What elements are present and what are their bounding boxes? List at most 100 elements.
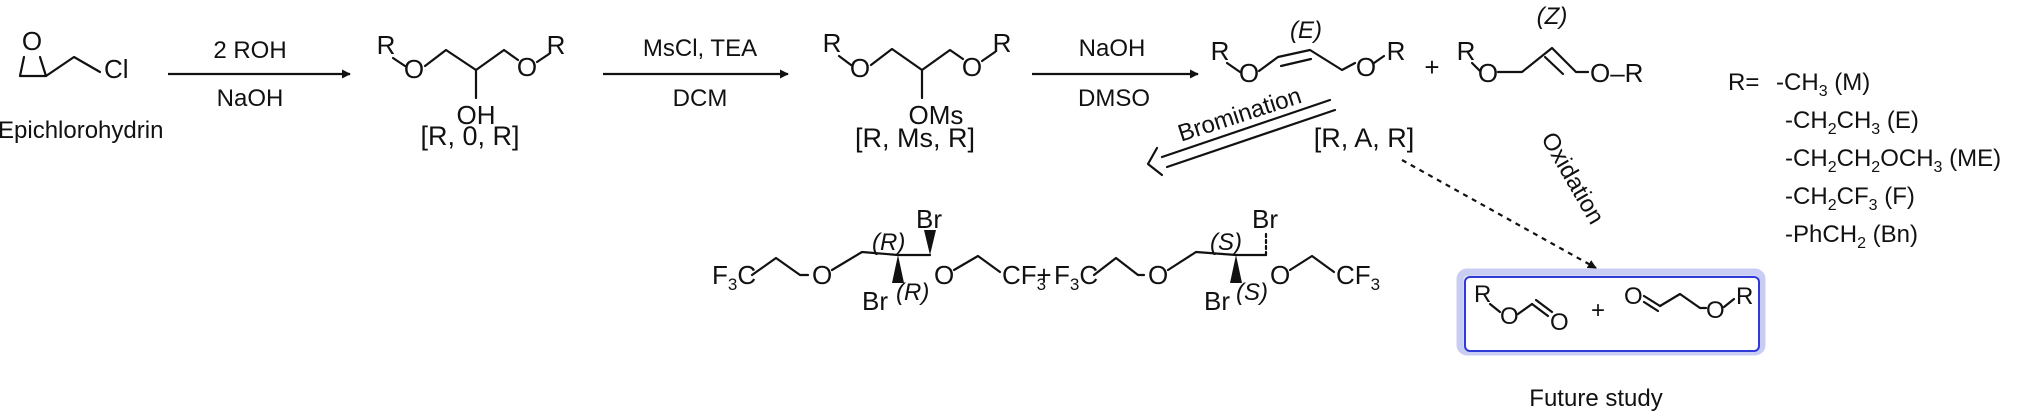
allyl-backbone xyxy=(1496,46,1590,74)
reagent-dmso: DMSO xyxy=(1078,85,1150,112)
formate-carbonyl-a xyxy=(1530,302,1550,318)
r-group-left: R xyxy=(377,30,396,60)
ether-oxygen-left: O xyxy=(1239,58,1259,88)
epichlorohydrin-structure: O Cl Epichlorohydrin xyxy=(0,26,163,144)
r-group-left: R xyxy=(823,28,842,58)
compound-rar-label: [R, A, R] xyxy=(1314,123,1415,153)
oxidation-arrow: Oxidation xyxy=(1401,128,1610,269)
stereo-z-label: (Z) xyxy=(1537,3,1568,30)
dibromide-ss: F3C O Br Br (S) (S) O CF3 xyxy=(1054,204,1380,316)
bromine-upper: Br xyxy=(1252,204,1278,234)
reagent-dcm: DCM xyxy=(673,85,728,112)
formate-bond-r-o xyxy=(1488,302,1502,314)
chain-left xyxy=(1092,256,1146,277)
bromination-arrow-line-b xyxy=(1165,108,1337,169)
formate-oxygen: O xyxy=(1500,303,1519,330)
chain-center-left xyxy=(830,250,900,272)
bond-r-o-left xyxy=(1225,61,1242,74)
compound-rar-e-isomer: R O (E) O R xyxy=(1211,17,1406,88)
bond-o-r-right xyxy=(980,50,997,63)
allyl-backbone xyxy=(1257,48,1357,73)
r-group-definitions: R= -CH3 (M) -CH2CH3 (E) -CH2CH2OCH3 (ME)… xyxy=(1728,69,2001,252)
mesylate-group: OMs xyxy=(909,100,964,130)
bond-o-r-right xyxy=(535,52,551,64)
r-group-item-2: -CH2CH2OCH3 (ME) xyxy=(1785,145,2001,176)
formate-r-group: R xyxy=(1474,281,1491,308)
stereo-r-lower: (R) xyxy=(896,279,929,306)
plus-sign-products: + xyxy=(1591,297,1605,324)
epoxide-oxygen: O xyxy=(22,26,42,56)
reagent-naoh-2: NaOH xyxy=(1079,35,1146,62)
aldehyde-carbonyl-a xyxy=(1642,294,1662,308)
chain-right xyxy=(952,254,1002,274)
reaction-arrow-3: NaOH DMSO xyxy=(1032,35,1199,112)
glycerol-backbone xyxy=(869,47,965,72)
wedge-bond-br-lower xyxy=(892,255,904,283)
cf3-left: F3C xyxy=(1054,260,1098,294)
bromine-upper: Br xyxy=(916,204,942,234)
box-border xyxy=(1464,276,1760,352)
ether-oxygen-left: O xyxy=(850,53,870,83)
compound-rmsr-label: [R, Ms, R] xyxy=(855,123,975,153)
r-group-right: R xyxy=(993,28,1012,58)
double-bond-z xyxy=(1543,55,1565,76)
ether-oxygen-left: O xyxy=(1478,58,1498,88)
bromination-arrowhead xyxy=(1146,146,1164,177)
stereo-s-upper: (S) xyxy=(1210,229,1242,256)
formate-carbonyl-b xyxy=(1534,298,1554,314)
cf3-left: F3C xyxy=(712,260,756,294)
plus-sign-dibromides: + xyxy=(1036,260,1051,290)
stereo-e-label: (E) xyxy=(1290,17,1322,44)
bond-o-r-right xyxy=(1372,54,1386,65)
bromine-lower: Br xyxy=(1204,286,1230,316)
o-r-terminal: O–R xyxy=(1590,58,1643,88)
future-study-box: R O O + O O R Future study xyxy=(1456,268,1766,412)
stereo-s-lower: (S) xyxy=(1236,279,1268,306)
r-group-item-1: -CH2CH3 (E) xyxy=(1785,107,1919,138)
aldehyde-carbonyl-b xyxy=(1642,300,1660,313)
ether-oxygen-right: O xyxy=(962,52,982,82)
cf3-right: CF3 xyxy=(1336,260,1380,294)
r-groups-title: R= xyxy=(1728,69,1759,96)
r-group-right: R xyxy=(1387,36,1406,66)
oxidation-arrow-line xyxy=(1401,159,1597,269)
chain-left xyxy=(750,256,810,277)
reagent-mscl-tea: MsCl, TEA xyxy=(643,35,757,62)
wedge-bond-br-lower xyxy=(1230,255,1242,283)
bromine-lower: Br xyxy=(862,286,888,316)
reaction-arrow-2: MsCl, TEA DCM xyxy=(603,35,789,112)
plus-sign-isomers: + xyxy=(1424,52,1439,82)
compound-rmsr: R O O R OMs [R, Ms, R] xyxy=(823,28,1012,153)
bond-r-o-left xyxy=(391,56,407,68)
future-study-label: Future study xyxy=(1529,385,1662,412)
r-group-item-3: -CH2CF3 (F) xyxy=(1785,183,1915,214)
glycerol-backbone xyxy=(423,48,520,72)
ether-oxygen-left: O xyxy=(812,260,832,290)
dibromide-rr: F3C O Br Br (R) (R) O CF3 xyxy=(712,204,1046,316)
r-group-left: R xyxy=(1211,36,1230,66)
aldehyde-chain xyxy=(1658,292,1708,310)
reaction-arrow-1: 2 ROH NaOH xyxy=(168,37,351,112)
aldehyde-bond-o-r xyxy=(1722,297,1736,309)
compound-rar-z-isomer: R O (Z) O–R xyxy=(1457,3,1644,88)
double-bond-e xyxy=(1279,57,1313,68)
formate-carbonyl-oxygen: O xyxy=(1550,309,1569,336)
formate-bond-o-c xyxy=(1516,302,1534,316)
chloromethyl-bonds xyxy=(44,55,102,78)
wedge-bond-br-upper xyxy=(924,230,936,255)
reagent-naoh-1: NaOH xyxy=(217,85,284,112)
reagent-2-roh: 2 ROH xyxy=(213,37,286,64)
chain-right xyxy=(1288,254,1336,274)
hydroxyl-group: OH xyxy=(457,100,496,130)
epichlorohydrin-label: Epichlorohydrin xyxy=(0,117,163,144)
ether-oxygen-right: O xyxy=(517,52,537,82)
aldehyde-r-group: R xyxy=(1736,283,1753,310)
ether-oxygen-right: O xyxy=(934,260,954,290)
bond-r-o-left xyxy=(837,54,853,67)
bromination-arrow: Bromination xyxy=(1146,82,1337,177)
ether-oxygen-right: O xyxy=(1356,52,1376,82)
aldehyde-oxygen: O xyxy=(1624,283,1643,310)
stereo-r-upper: (R) xyxy=(872,229,905,256)
ether-oxygen-left: O xyxy=(1148,260,1168,290)
